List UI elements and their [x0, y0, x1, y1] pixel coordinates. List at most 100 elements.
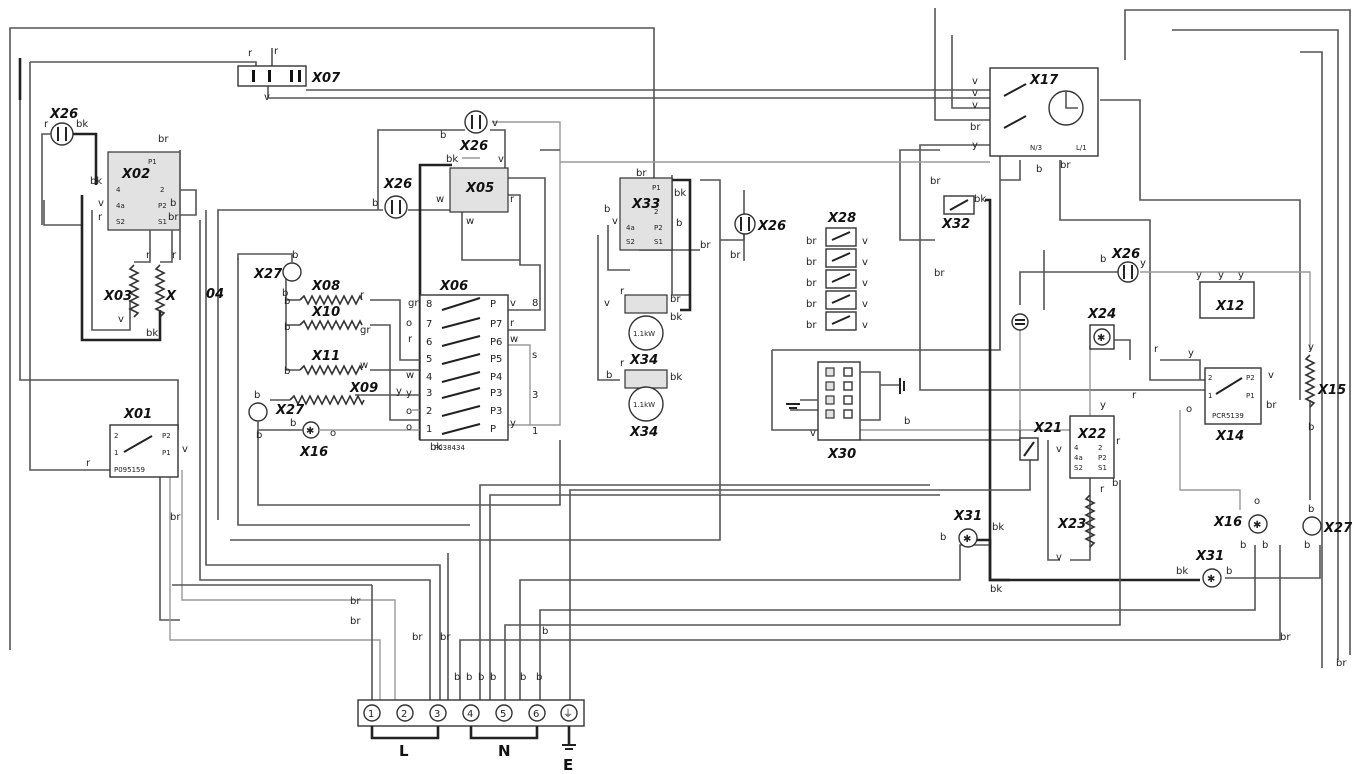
wire-color-label: br — [670, 294, 681, 305]
wire-color-label: v — [604, 298, 610, 309]
wire-color-label: bk — [90, 176, 102, 187]
pin-label: 4 — [1074, 444, 1079, 452]
capacitor-small — [1011, 313, 1029, 331]
terminal-number: 1 — [368, 709, 374, 720]
x16-lamp-left: ✱ X16 b o — [258, 418, 420, 460]
wire-color-label: v — [972, 100, 978, 111]
wire-color-label: w — [360, 360, 368, 371]
wire-color-label: b — [1112, 478, 1118, 489]
terminal-number: 2 — [401, 709, 407, 720]
wire-color-label: v — [862, 278, 868, 289]
x30-label: X30 — [827, 447, 856, 462]
wire-color-label: br — [806, 320, 817, 331]
wire-color-label: br — [170, 512, 181, 523]
wire-color-label: v — [182, 444, 188, 455]
wire-color-label: r — [510, 318, 515, 329]
x22-label: X22 — [1077, 427, 1106, 442]
wire-color-label: r — [44, 119, 49, 130]
x26-label: X26 — [1111, 247, 1140, 262]
wire-color-label: b — [478, 672, 484, 683]
wire-color-label: br — [350, 616, 361, 627]
wire-color-label: b — [1240, 540, 1246, 551]
wire-color-label: b — [284, 322, 290, 333]
wire-color-label: o — [406, 422, 412, 433]
x34-rating: 1.1kW — [633, 330, 655, 338]
x28-label: X28 — [827, 211, 856, 226]
wire-color-label: bk — [974, 194, 986, 205]
wire-color-label: o — [330, 428, 336, 439]
earth-label: E — [563, 756, 573, 774]
wires — [9, 8, 1351, 700]
pin-label: P2 — [162, 432, 171, 440]
wire-color-label: bk — [992, 522, 1004, 533]
terminal-4: 4 — [462, 704, 480, 722]
x34-label: X34 — [629, 425, 658, 440]
pin-label: 3 — [532, 390, 538, 401]
x16-label: X16 — [1213, 515, 1242, 530]
x31-label: X31 — [1195, 549, 1224, 564]
wire-color-label: br — [934, 268, 945, 279]
wire-color-label: br — [1060, 160, 1071, 171]
x27-pilot-lamp-right: X27 b b — [1302, 504, 1353, 551]
wire-color-label: o — [406, 318, 412, 329]
x07-label: X07 — [311, 71, 341, 86]
lamp-glyph: ✱ — [306, 426, 314, 437]
wire-color-label: br — [440, 632, 451, 643]
wire-color-label: v — [862, 257, 868, 268]
wire-color-label: br — [168, 212, 179, 223]
pin-label: 4a — [626, 224, 635, 232]
wire-color-label: b — [904, 416, 910, 427]
pin-label: S1 — [158, 218, 167, 226]
live-label: L — [399, 742, 409, 760]
pin-label: P2 — [1098, 454, 1107, 462]
pin-label: 1 — [426, 424, 432, 435]
pin-label: S1 — [654, 238, 663, 246]
wire-color-label: w — [466, 216, 474, 227]
x31-lamp-right: ✱ X31 bk b — [1176, 549, 1232, 588]
wire-color-label: v — [810, 428, 816, 439]
wire-color-label: br — [806, 257, 817, 268]
x-label: X — [165, 289, 177, 304]
x06-part-number: P038434 — [434, 444, 465, 452]
x08-label: X08 — [311, 279, 340, 294]
wire-color-label: br — [412, 632, 423, 643]
terminal-number: 6 — [533, 709, 539, 720]
wire-color-label: br — [1280, 632, 1291, 643]
wire-color-label: br — [806, 299, 817, 310]
wire-color-label: bk — [430, 442, 442, 453]
pin-label: 4a — [1074, 454, 1083, 462]
wire-color-label: b — [466, 672, 472, 683]
wire-color-label: b — [372, 198, 378, 209]
x17-timer: X17 N/3 L/1 v v v br y b br — [970, 67, 1099, 175]
x06-selector-switch: X06 8 7 6 5 4 3 2 1 P P7 P6 P5 P4 P3 P3 … — [406, 279, 538, 453]
x12-label: X12 — [1215, 299, 1244, 314]
x21-label: X21 — [1033, 421, 1062, 436]
x22-thermostat: X22 4 4a S2 2 P2 S1 y v r b r — [1056, 400, 1121, 495]
x26-capacitor-right: X26 b y — [1100, 247, 1146, 283]
terminal-number: 4 — [467, 709, 473, 720]
x31-label: X31 — [953, 509, 982, 524]
terminal-1: 1 — [363, 704, 381, 722]
wire-color-label: b — [676, 218, 682, 229]
x26-label: X26 — [757, 219, 786, 234]
x01-part-number: P095159 — [114, 466, 145, 474]
x14-part-number: PCR5139 — [1212, 412, 1244, 420]
pin-label: P5 — [490, 354, 502, 365]
wire-color-label: br — [636, 168, 647, 179]
pin-label: S2 — [116, 218, 125, 226]
pin-label: P1 — [148, 158, 157, 166]
wire-color-label: y — [406, 388, 412, 399]
wire-color-label: v — [862, 299, 868, 310]
wire-color-label: b — [1308, 422, 1314, 433]
wire-color-label: br — [806, 236, 817, 247]
pin-label: s — [532, 350, 537, 361]
x01-switch: X01 2 1 P2 P1 P095159 r v br — [86, 407, 188, 523]
wire-color-label: b — [520, 672, 526, 683]
wire-color-label: br — [700, 240, 711, 251]
wire-color-label: r — [146, 250, 151, 261]
wire-color-label: r — [248, 48, 253, 59]
wire-color-label: w — [406, 370, 414, 381]
wire-color-label: b — [170, 198, 176, 209]
